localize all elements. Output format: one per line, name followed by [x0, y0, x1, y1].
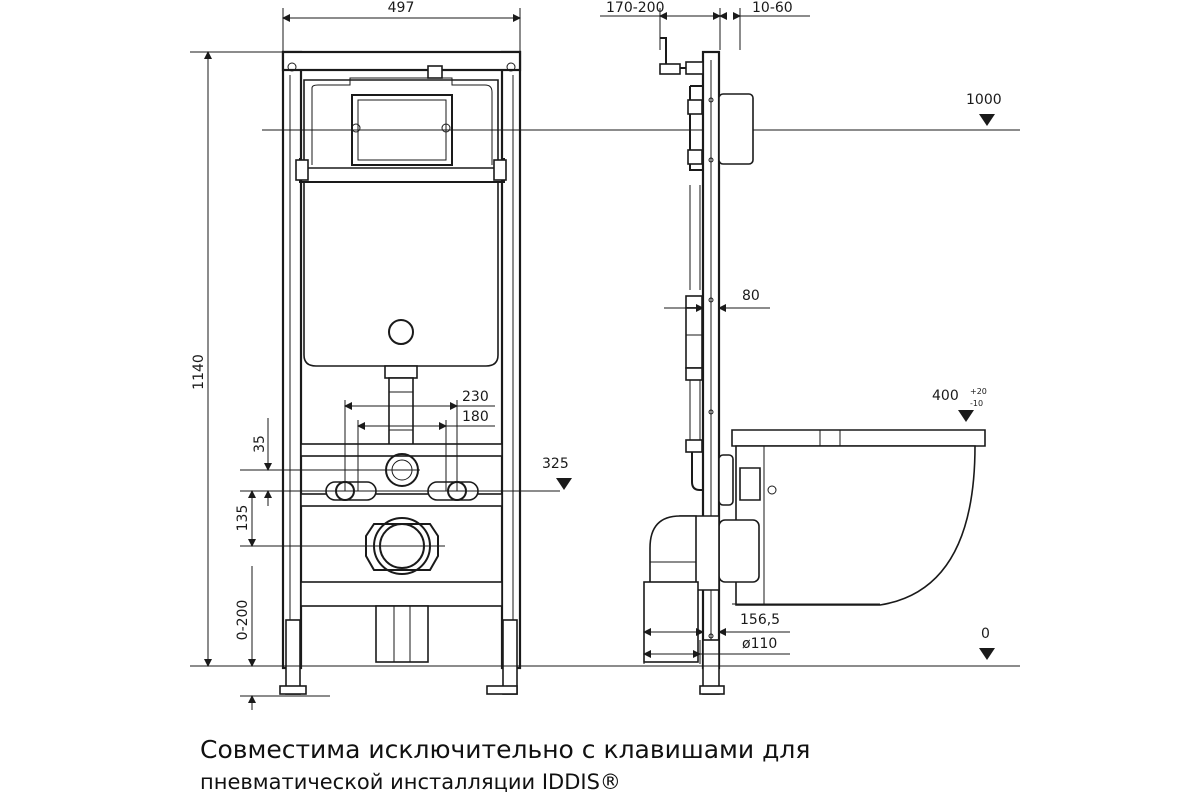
height-label: 1140 — [191, 354, 207, 390]
floor-label: 0 — [981, 626, 990, 642]
bowl-height-label: 400 — [932, 388, 959, 404]
side-view: 170-200 10-60 80 — [190, 0, 1020, 695]
inlet-level-marker — [556, 478, 572, 490]
front-view: 497 1140 — [190, 0, 1020, 710]
inlet-height-label: 325 — [542, 456, 569, 472]
frame-depth-label: 80 — [742, 288, 760, 304]
caption-line-1: Совместима исключительно с клавишами для — [200, 735, 811, 764]
drain-diameter-label: ø110 — [742, 636, 777, 652]
button-level-marker — [979, 114, 995, 126]
spacing-inner-label: 180 — [462, 409, 489, 425]
depth-range-label: 170-200 — [606, 0, 665, 16]
caption-line-2: пневматической инсталляции IDDIS® — [200, 770, 621, 794]
bowl-tol-plus: +20 — [970, 387, 987, 396]
bowl-level-marker — [958, 410, 974, 422]
drain-distance-label: 156,5 — [740, 612, 780, 628]
spacing-outer-label: 230 — [462, 389, 489, 405]
wall-range-label: 10-60 — [752, 0, 793, 16]
floor-level-marker — [979, 648, 995, 660]
width-label: 497 — [388, 0, 415, 16]
floor-range-label: 0-200 — [235, 600, 251, 641]
offset-label: 35 — [252, 435, 268, 453]
bowl-tol-minus: -10 — [970, 399, 983, 408]
button-height-label: 1000 — [966, 92, 1002, 108]
drain-offset-label: 135 — [235, 505, 251, 532]
